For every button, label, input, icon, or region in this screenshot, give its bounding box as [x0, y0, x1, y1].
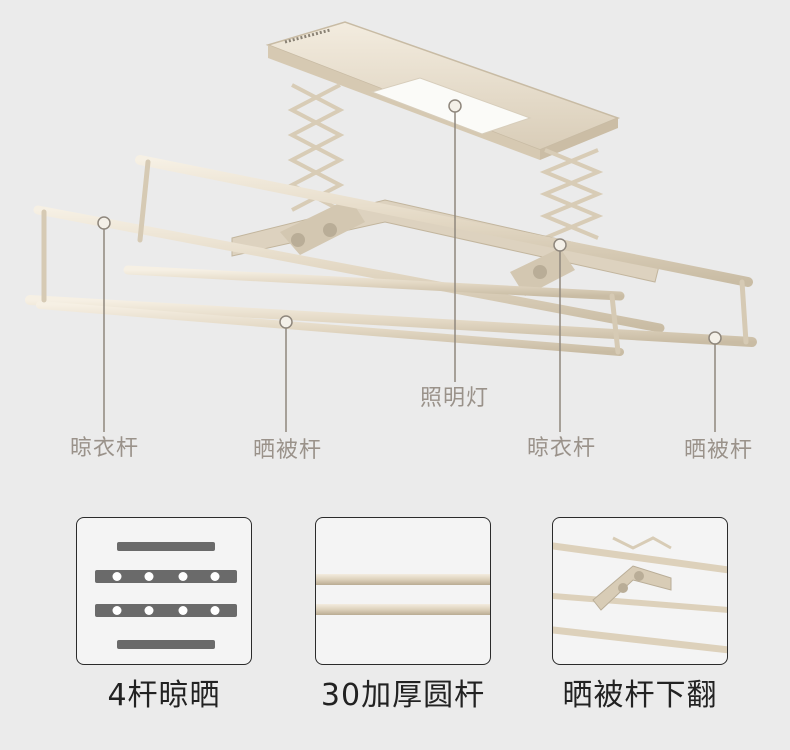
callout-leaders — [97, 99, 722, 432]
callout-quilt-rod-right: 晒被杆 — [684, 438, 754, 463]
lift-bracket — [231, 198, 661, 296]
drying-rack-illustration — [25, 21, 757, 432]
thick-round-rods-icon — [316, 574, 490, 615]
feature-card-four-rods — [76, 517, 252, 665]
feature-label-thick-rods: 30加厚圆杆 — [320, 678, 486, 713]
feature-label-quilt-flip: 晒被杆下翻 — [562, 678, 718, 713]
callout-quilt-rod-left: 晒被杆 — [253, 438, 323, 463]
feature-card-quilt-flip — [552, 517, 728, 665]
callout-drying-rod-left: 晾衣杆 — [70, 436, 140, 461]
quilt-rod-flip-icon — [553, 536, 727, 654]
scissor-arm-right — [539, 148, 604, 240]
callout-drying-rod-right: 晾衣杆 — [527, 436, 597, 461]
callout-light: 照明灯 — [420, 386, 490, 411]
feature-card-thick-rods — [315, 517, 491, 665]
motor-box — [265, 21, 621, 160]
rods — [25, 155, 757, 356]
four-rods-icon — [95, 542, 237, 649]
feature-label-four-rods: 4杆晾晒 — [107, 678, 221, 713]
